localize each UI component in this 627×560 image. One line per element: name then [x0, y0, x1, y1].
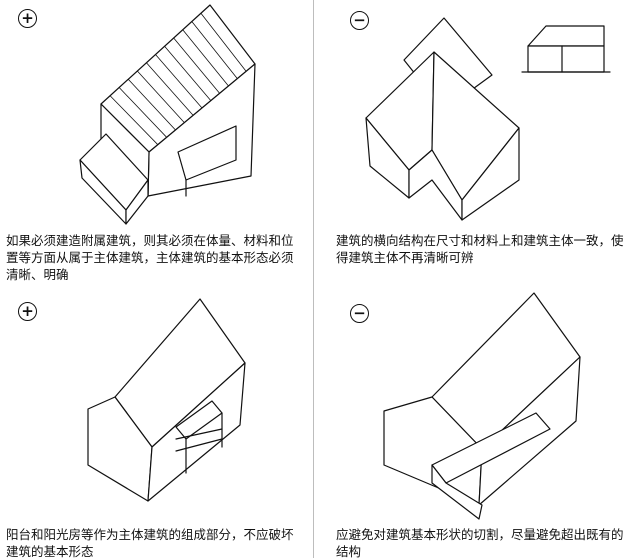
base-ledge: [431, 464, 483, 520]
minus-badge: −: [350, 11, 369, 30]
panel-annex-subordinate: + 如果必须建造附属建筑，则其必须在体量、材料和位置等方面从属于主体建筑，主体建…: [0, 0, 313, 282]
minus-badge: −: [350, 304, 369, 323]
caption-4: 应避免对建筑基本形状的切割，尽量避免超出既有的结构: [336, 527, 624, 559]
house-with-balcony-sketch: [87, 298, 246, 502]
cross-wing-house-sketch: [365, 17, 611, 221]
caption-1: 如果必须建造附属建筑，则其必须在体量、材料和位置等方面从属于主体建筑，主体建筑的…: [6, 233, 294, 282]
panel-cut-shape: − 应避免对建筑基本形状的切割，尽量避免超出既有的结构: [314, 279, 627, 559]
annex-end: [125, 179, 149, 225]
elevation-inset: [521, 25, 611, 73]
plus-badge: +: [18, 9, 37, 28]
right-wall: [461, 127, 520, 221]
cut-shape-house-sketch: [383, 292, 581, 520]
panel-cross-wing: − 建筑的横向结构在尺寸和材料上和建筑主体一致，使得建筑主体不再清晰可辨: [314, 0, 627, 279]
caption-3: 阳台和阳光房等作为主体建筑的组成部分，不应破坏建筑的基本形态: [6, 527, 294, 559]
porch-roof: [177, 125, 237, 181]
panel-balcony: + 阳台和阳光房等作为主体建筑的组成部分，不应破坏建筑的基本形态: [0, 279, 313, 559]
house-with-annex-sketch: [79, 4, 256, 225]
vertical-divider: [313, 0, 314, 558]
caption-2: 建筑的横向结构在尺寸和材料上和建筑主体一致，使得建筑主体不再清晰可辨: [336, 233, 624, 265]
plus-badge: +: [18, 302, 37, 321]
